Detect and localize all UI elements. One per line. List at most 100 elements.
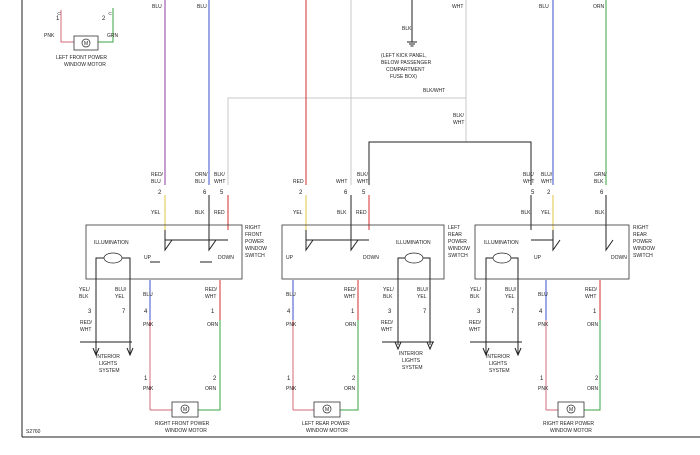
interior-lights-arrows <box>382 341 434 351</box>
wire-label: YEL <box>505 294 515 300</box>
wire-label: PNK <box>143 322 154 328</box>
wire-label: BLU <box>151 179 161 185</box>
motor-icon <box>81 38 91 48</box>
wire-label: BLK <box>195 210 205 216</box>
switch-contacts <box>531 230 614 252</box>
pin-label: 7 <box>511 309 515 315</box>
motor-caption: RIGHT REAR POWER <box>543 421 594 427</box>
switch-name: WINDOW <box>633 246 655 252</box>
pin-label: 5 <box>531 190 535 196</box>
fuse-box-caption: BELOW PASSENGER <box>381 60 432 66</box>
wire-label: YEL <box>293 210 303 216</box>
wire-label: ORN <box>587 386 599 392</box>
pin-label: 1 <box>287 376 291 382</box>
wire-label: BLK/WHT <box>423 88 445 94</box>
wire-label: RED <box>293 179 304 185</box>
connector-icon: ⊂ <box>108 11 112 17</box>
wire-label: BLK/ <box>453 113 464 119</box>
lights-caption: SYSTEM <box>99 368 120 374</box>
pin-label: 2 <box>352 376 356 382</box>
illumination-label: ILLUMINATION <box>484 240 519 246</box>
wire-label: BLU <box>286 292 296 298</box>
wire-label: RED <box>214 210 225 216</box>
pin-label: 1 <box>56 16 60 22</box>
pin-label: 3 <box>477 309 481 315</box>
switch-name: REAR <box>448 232 462 238</box>
pin-label: 6 <box>600 190 604 196</box>
top-wire-label: BLU <box>197 4 207 10</box>
wire-label: BLK <box>337 210 347 216</box>
pin-label: 2 <box>547 190 551 196</box>
switch-name: WINDOW <box>448 246 470 252</box>
wire-label: WHT <box>80 327 91 333</box>
wire-label: BLK <box>79 294 89 300</box>
lights-caption: SYSTEM <box>489 368 510 374</box>
right-rear-switch-group: BLK/ WHT BLU/ WHT GRN/ BLK 5 2 6 BLK YEL… <box>469 0 655 434</box>
pin-label: 4 <box>144 309 148 315</box>
wire-pnk-top-left <box>60 10 74 43</box>
wire-label: RED/ <box>80 320 93 326</box>
wire-grn-top-left <box>98 8 114 43</box>
wire-label: BLK <box>595 210 605 216</box>
motor-box <box>557 401 585 418</box>
pin-label: 1 <box>593 309 597 315</box>
switch-name: FRONT <box>245 232 262 238</box>
lights-caption: INTERIOR <box>96 354 120 360</box>
switch-box <box>85 224 243 280</box>
wire-label: WHT <box>541 179 552 185</box>
wire-label: RED/ <box>381 320 394 326</box>
pin-label: 3 <box>388 309 392 315</box>
lights-caption: INTERIOR <box>486 354 510 360</box>
pin-label: 2 <box>299 190 303 196</box>
wire-label: BLK/ <box>523 172 534 178</box>
left-front-motor-group: 1 2 PNK GRN ⊂ ⊂ M LEFT FRONT POWER WINDO… <box>44 8 119 68</box>
motor-icon <box>180 404 190 414</box>
top-wire-label: ORN <box>593 4 605 10</box>
wire-label: PNK <box>286 322 297 328</box>
motor-caption: WINDOW MOTOR <box>64 62 106 68</box>
switch-name: LEFT <box>448 225 460 231</box>
wire-label: RED/ <box>151 172 164 178</box>
wire-orn-motor <box>340 405 359 411</box>
pin-label: 6 <box>344 190 348 196</box>
wire-orn-motor <box>584 405 601 411</box>
lights-caption: LIGHTS <box>402 358 421 364</box>
wire-label: GRN/ <box>594 172 607 178</box>
pin-label: 1 <box>351 309 355 315</box>
wire-label: BLK <box>383 294 393 300</box>
wire-label: WHT <box>357 179 368 185</box>
wire-label: BLK <box>594 179 604 185</box>
wire-label: WHT <box>585 294 596 300</box>
pin-label: 2 <box>213 376 217 382</box>
wire-label: RED/ <box>205 287 218 293</box>
switch-name: POWER <box>633 239 652 245</box>
wire-label: BLK/ <box>214 172 225 178</box>
figure-id: S2760 <box>26 429 41 435</box>
switch-name: POWER <box>448 239 467 245</box>
wire-label: BLK/ <box>357 172 368 178</box>
wire-label: WHT <box>214 179 225 185</box>
wire-blk-left-rear-feed <box>368 141 466 185</box>
switch-box <box>474 224 630 280</box>
wire-label: YEL <box>151 210 161 216</box>
wire-label: ORN <box>345 322 357 328</box>
wire-label: BLU/ <box>541 172 553 178</box>
pin-label: 5 <box>362 190 366 196</box>
motor-caption: WINDOW MOTOR <box>165 428 207 434</box>
wire-label: ORN <box>205 386 217 392</box>
illumination-label: ILLUMINATION <box>396 240 431 246</box>
lamp-leads <box>485 257 519 285</box>
switch-name: WINDOW <box>245 246 267 252</box>
motor-caption: LEFT REAR POWER <box>302 421 350 427</box>
wire-label: BLU <box>143 292 153 298</box>
wire-label: WHT <box>344 294 355 300</box>
wire-label: WHT <box>381 327 392 333</box>
pin-label: 1 <box>211 309 215 315</box>
wire-label: YEL/ <box>79 287 90 293</box>
interior-lights-arrows <box>470 341 522 357</box>
fuse-box-caption: COMPARTMENT <box>386 67 425 73</box>
pin-label: 5 <box>220 190 224 196</box>
lights-caption: SYSTEM <box>402 365 423 371</box>
top-wire-label: WHT <box>452 4 463 10</box>
switch-name: SWITCH <box>245 253 265 259</box>
